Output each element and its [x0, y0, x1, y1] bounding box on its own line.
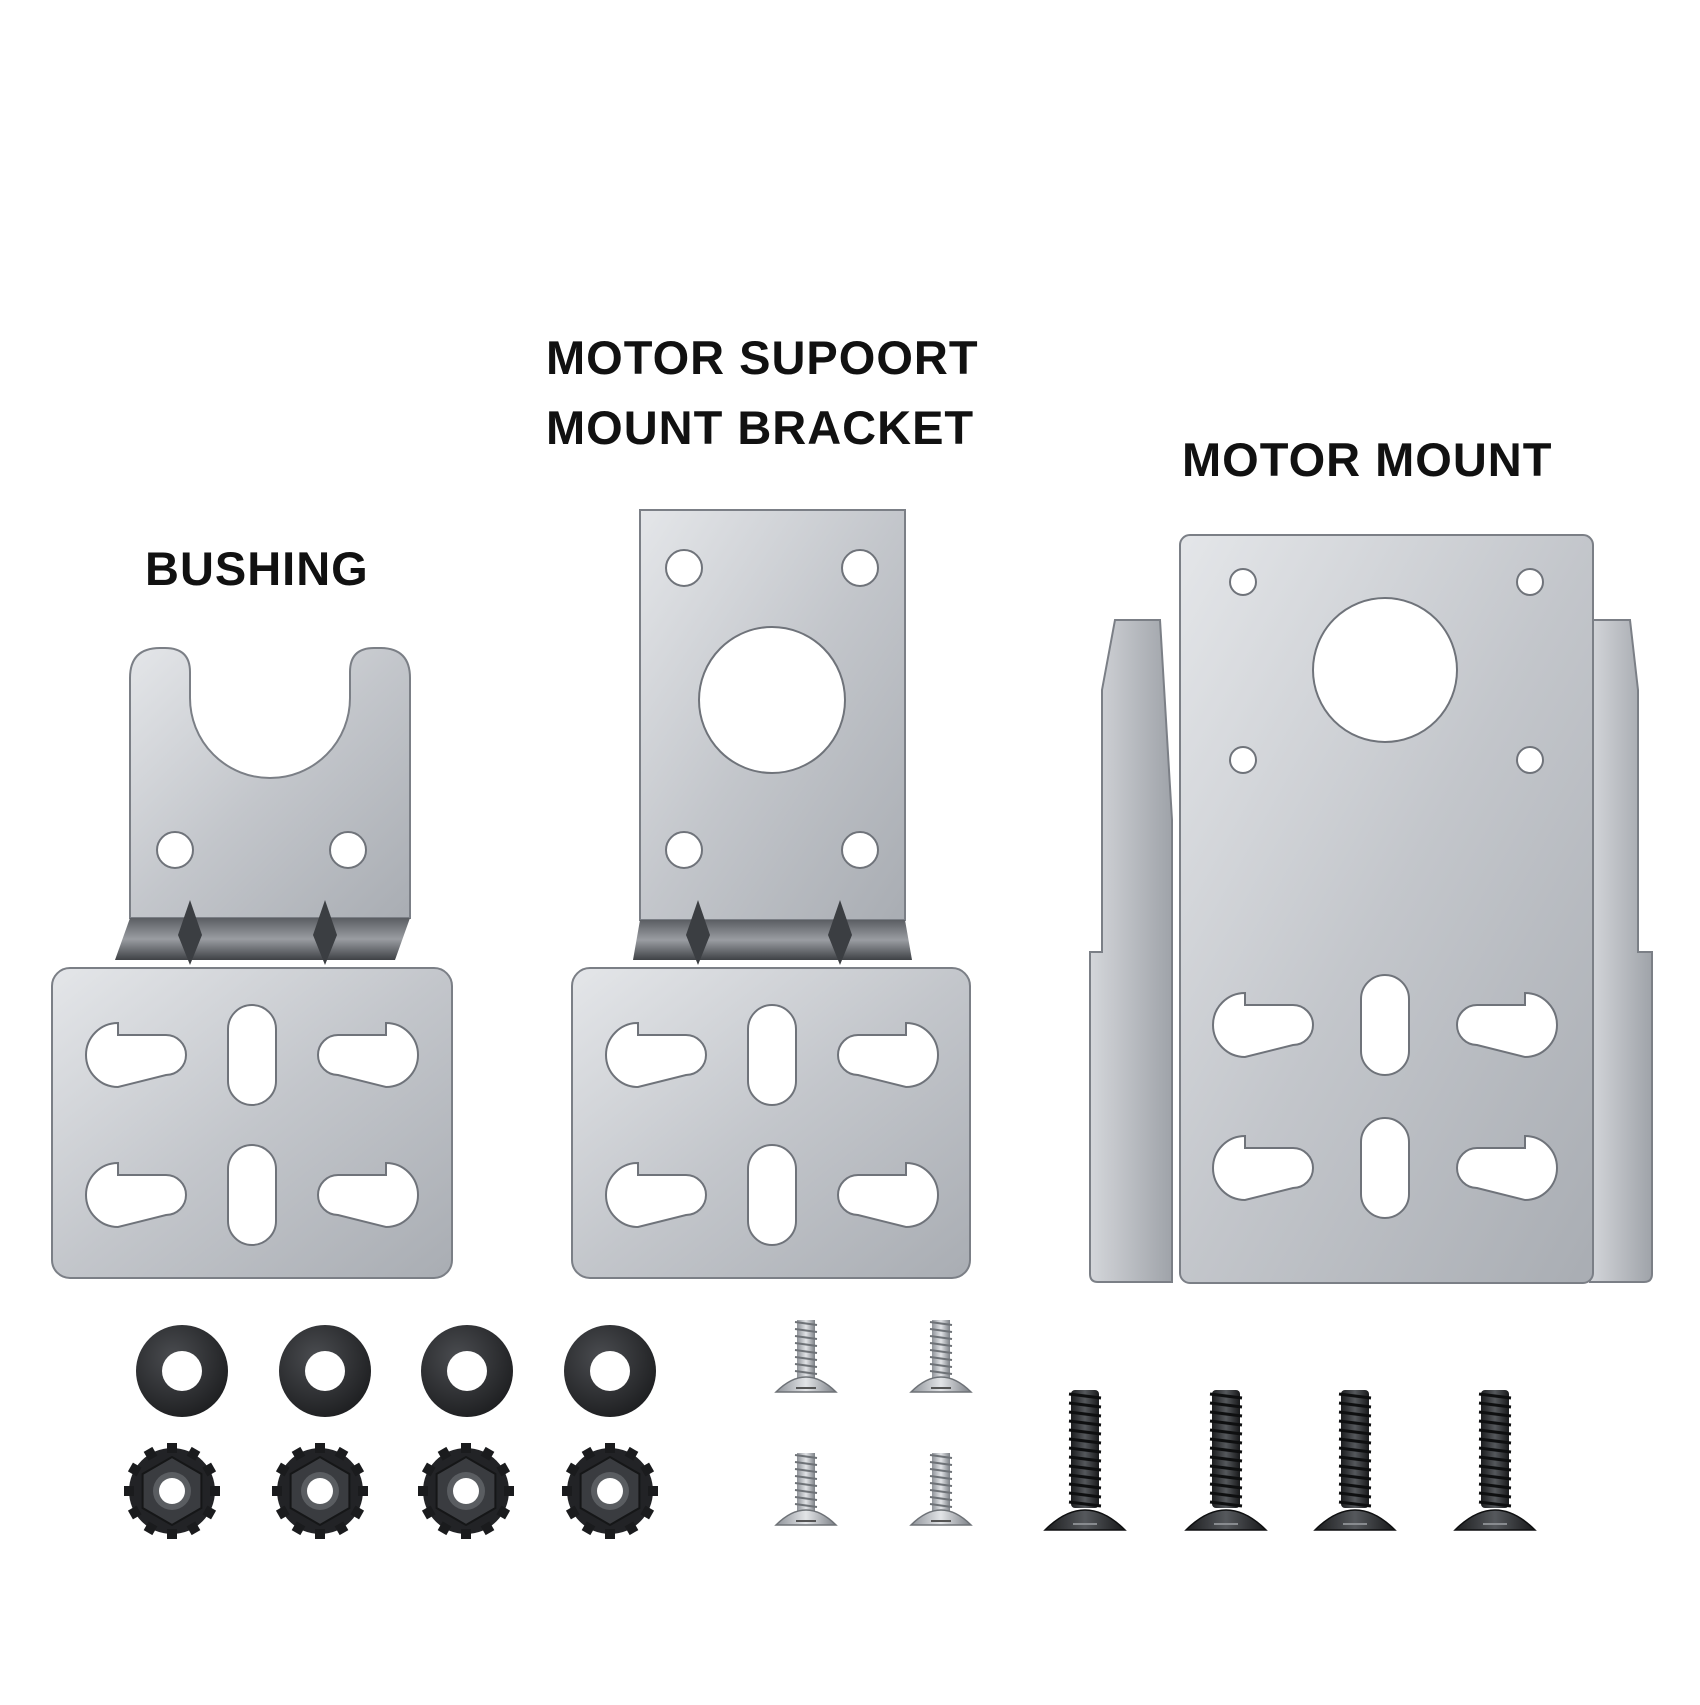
bushing-hole-right: [329, 831, 367, 869]
washer: [421, 1325, 513, 1417]
label-bushing: BUSHING: [145, 542, 369, 595]
mount-main-plate: [1179, 534, 1594, 1284]
oval-slot: [227, 1004, 277, 1106]
flange-nut: [562, 1443, 658, 1539]
large-black-screws: [1043, 1390, 1537, 1531]
keyhole-slot: [837, 1161, 939, 1229]
keyhole-slot: [85, 1021, 187, 1089]
keyhole-slot: [605, 1161, 707, 1229]
keyhole-slot: [837, 1021, 939, 1089]
large-screw: [1184, 1390, 1268, 1531]
bushing-rivets: [178, 900, 337, 965]
bushing-hole-left: [156, 831, 194, 869]
keyhole-slot: [1456, 1134, 1558, 1202]
oval-slot: [747, 1144, 797, 1246]
mount-hole-tl: [1229, 568, 1257, 596]
keyhole-slot: [317, 1161, 419, 1229]
support-bend: [633, 920, 912, 960]
flange-nut: [418, 1443, 514, 1539]
washer: [564, 1325, 656, 1417]
flange-nut: [272, 1443, 368, 1539]
motor-mount-bracket: [1089, 534, 1653, 1284]
motor-support-bracket: [571, 509, 971, 1279]
keyhole-slot: [605, 1021, 707, 1089]
label-motor-support-line1: MOTOR SUPOORT: [546, 331, 979, 384]
keyhole-slot: [1212, 1134, 1314, 1202]
keyhole-slot: [85, 1161, 187, 1229]
support-hole-tr: [841, 549, 879, 587]
bushing-bracket: [51, 647, 453, 1279]
keyhole-slot: [1212, 991, 1314, 1059]
small-screw: [774, 1453, 838, 1526]
label-motor-mount: MOTOR MOUNT: [1182, 433, 1553, 486]
bushing-keyhole-slots: [85, 1004, 419, 1246]
large-screw: [1043, 1390, 1127, 1531]
mount-motor-hole: [1312, 597, 1458, 743]
small-screw: [909, 1320, 973, 1393]
small-screw: [909, 1453, 973, 1526]
mount-hole-br: [1516, 746, 1544, 774]
label-motor-support-line2: MOUNT BRACKET: [546, 401, 975, 454]
oval-slot: [1360, 1117, 1410, 1219]
mount-left-flange: [1089, 619, 1173, 1283]
small-silver-screws: [774, 1320, 973, 1526]
small-screw: [774, 1320, 838, 1393]
oval-slot: [1360, 974, 1410, 1076]
support-keyhole-slots: [605, 1004, 939, 1246]
support-hole-tl: [665, 549, 703, 587]
support-rivets: [686, 900, 852, 965]
keyhole-slot: [317, 1021, 419, 1089]
oval-slot: [227, 1144, 277, 1246]
mount-keyhole-slots: [1212, 974, 1558, 1219]
mount-hole-tr: [1516, 568, 1544, 596]
mount-hole-bl: [1229, 746, 1257, 774]
large-screw: [1453, 1390, 1537, 1531]
bushing-upright-tab: [129, 647, 411, 919]
support-motor-hole: [698, 626, 846, 774]
flange-nut: [124, 1443, 220, 1539]
large-screw: [1313, 1390, 1397, 1531]
oval-slot: [747, 1004, 797, 1106]
support-hole-br: [841, 831, 879, 869]
flange-nuts: [124, 1443, 658, 1539]
keyhole-slot: [1456, 991, 1558, 1059]
bushing-bend: [115, 918, 410, 960]
washer: [136, 1325, 228, 1417]
mount-right-flange: [1589, 619, 1653, 1283]
washer: [279, 1325, 371, 1417]
washers: [136, 1325, 656, 1417]
support-hole-bl: [665, 831, 703, 869]
